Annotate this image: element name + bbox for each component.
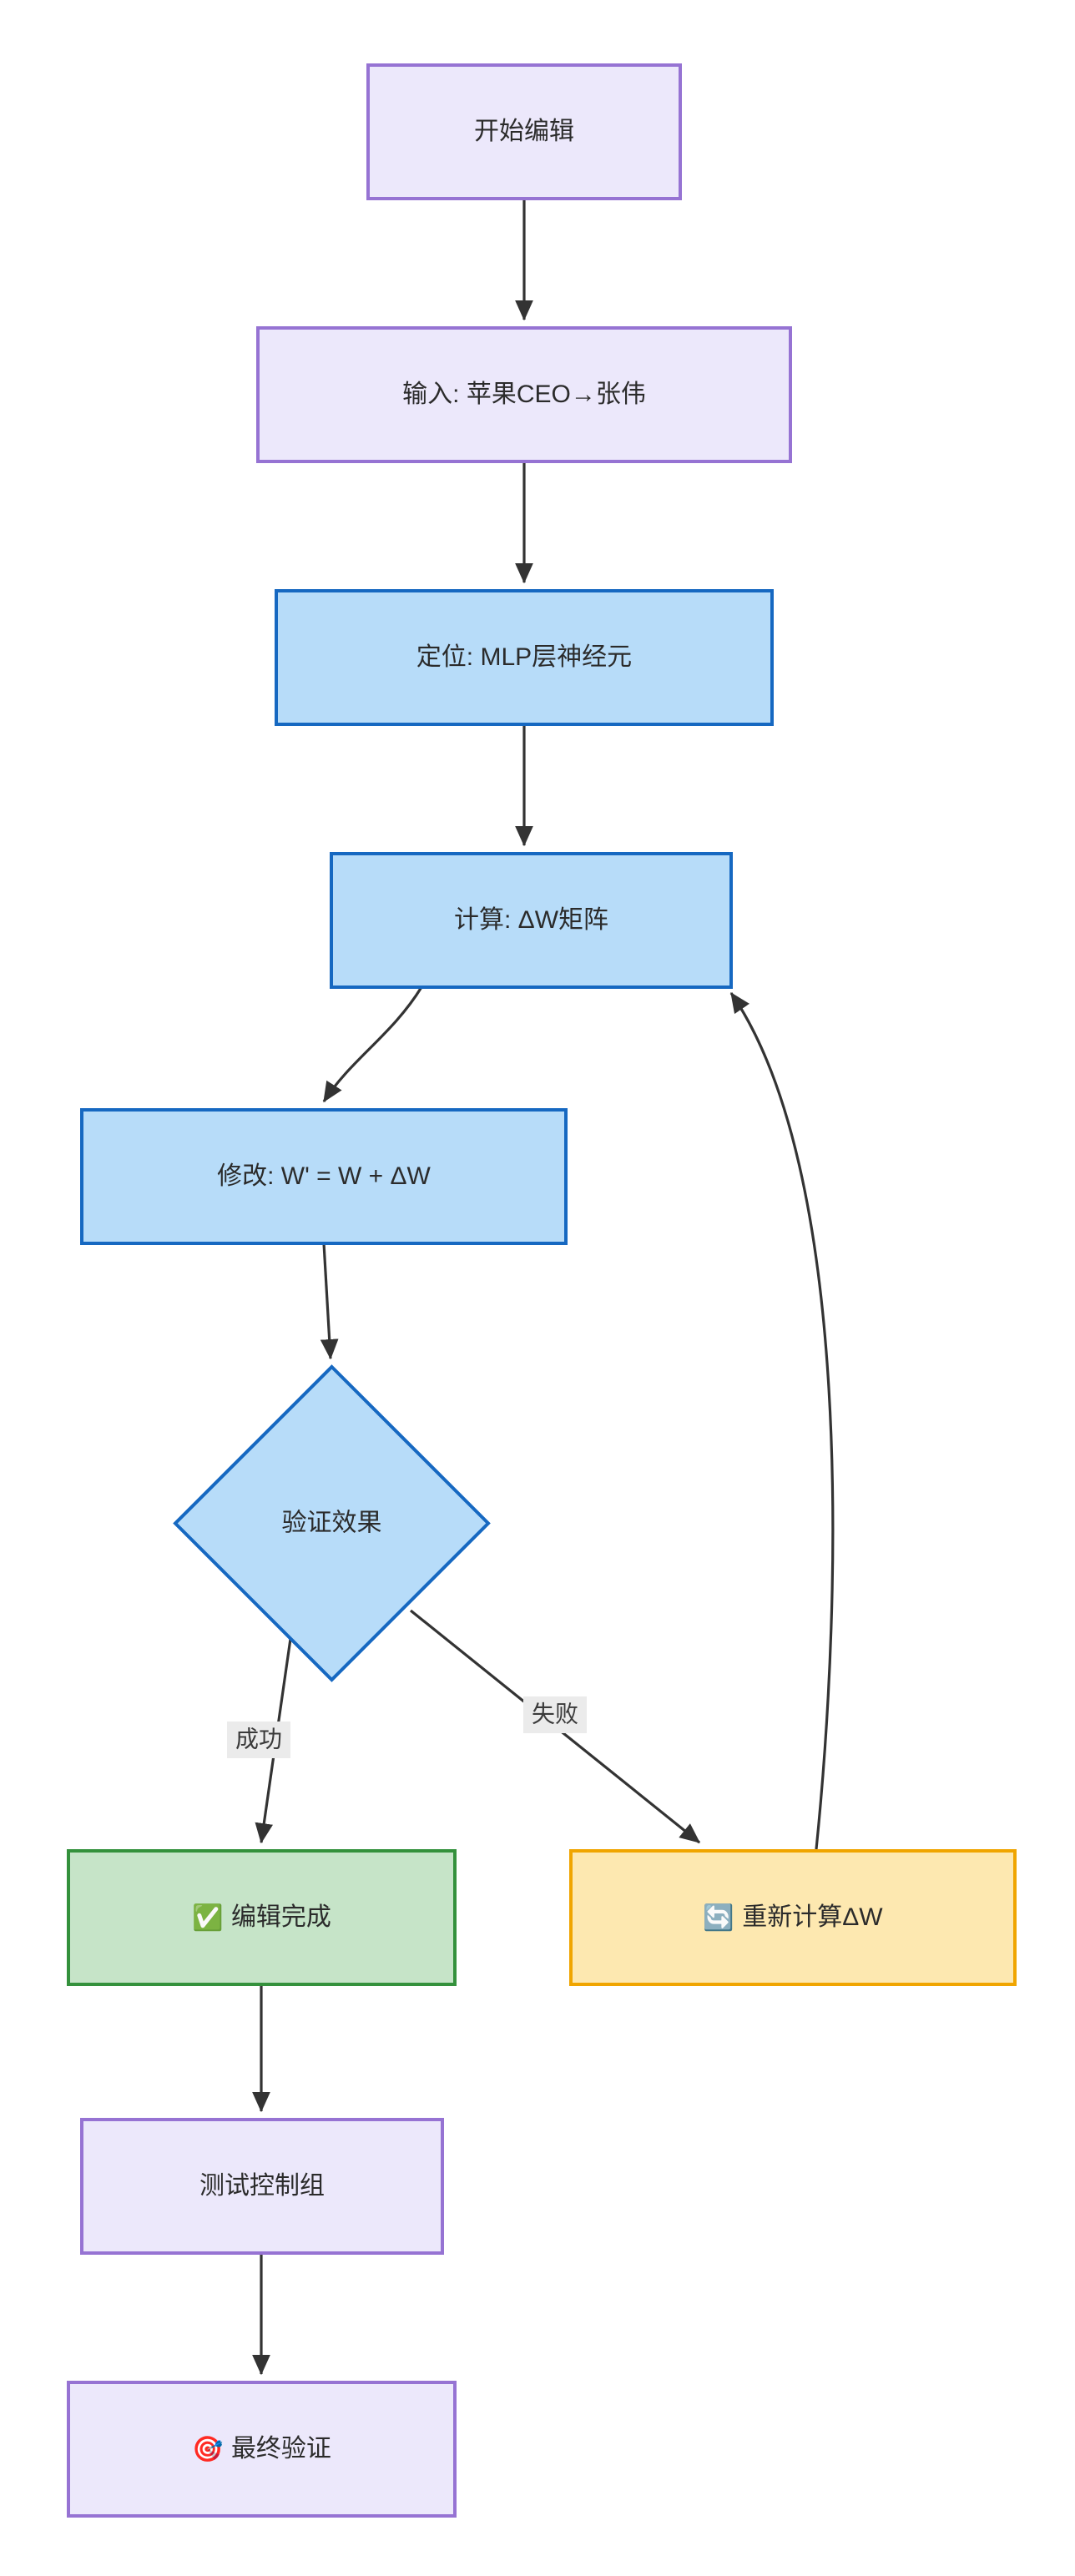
node-icon-recompute: 🔄 (703, 1903, 742, 1933)
node-shape-rect (80, 2118, 444, 2255)
node-label-recompute: 🔄 重新计算ΔW (703, 1903, 883, 1933)
node-icon-done: ✅ (192, 1903, 231, 1933)
node-shape-rect (330, 852, 733, 989)
edge-label-text: 失败 (532, 1701, 578, 1727)
node-shape-rect (67, 1849, 457, 1986)
edge-label-background (227, 1722, 290, 1758)
node-label-done: ✅ 编辑完成 (192, 1903, 331, 1933)
node-label-input: 输入: 苹果CEO→张伟 (402, 381, 646, 408)
edge-modify-to-verify (320, 1243, 339, 1360)
node-modify[interactable]: 修改: W' = W + ΔW (80, 1108, 568, 1245)
node-shape-rect (80, 1108, 568, 1245)
node-locate[interactable]: 定位: MLP层神经元 (275, 589, 774, 726)
node-start[interactable]: 开始编辑 (366, 63, 682, 200)
edge-label-verify-to-recompute: 失败 (523, 1696, 587, 1733)
node-label-locate: 定位: MLP层神经元 (416, 643, 632, 671)
node-control[interactable]: 测试控制组 (80, 2118, 444, 2255)
node-label-final: 🎯 最终验证 (192, 2435, 331, 2464)
node-input[interactable]: 输入: 苹果CEO→张伟 (256, 326, 792, 463)
node-compute[interactable]: 计算: ΔW矩阵 (330, 852, 733, 989)
node-shape-rect (275, 589, 774, 726)
edge-recompute-to-compute (729, 991, 835, 1850)
node-label-start: 开始编辑 (474, 118, 574, 145)
edge-compute-to-modify (322, 986, 423, 1103)
edge-label-background (523, 1696, 587, 1733)
node-shape-rect (366, 63, 682, 200)
node-shape-rect (67, 2381, 457, 2518)
edges-layer (252, 199, 835, 2376)
node-label-compute: 计算: ΔW矩阵 (454, 906, 608, 934)
edge-label-text: 成功 (235, 1726, 282, 1752)
node-shape-rect (256, 326, 792, 463)
node-label-verify: 验证效果 (282, 1509, 382, 1536)
node-label-modify: 修改: W' = W + ΔW (217, 1162, 431, 1190)
node-verify[interactable]: 验证效果 (173, 1364, 491, 1682)
edge-label-verify-to-done: 成功 (227, 1722, 290, 1758)
node-final[interactable]: 🎯 最终验证 (67, 2381, 457, 2518)
node-done[interactable]: ✅ 编辑完成 (67, 1849, 457, 1986)
node-recompute[interactable]: 🔄 重新计算ΔW (569, 1849, 1017, 1986)
node-shape-rect (569, 1849, 1017, 1986)
edge-labels-layer: 成功 失败 (227, 1696, 587, 1758)
node-shape-diamond (173, 1364, 491, 1682)
node-label-control: 测试控制组 (199, 2172, 325, 2200)
node-icon-final: 🎯 (192, 2435, 231, 2464)
